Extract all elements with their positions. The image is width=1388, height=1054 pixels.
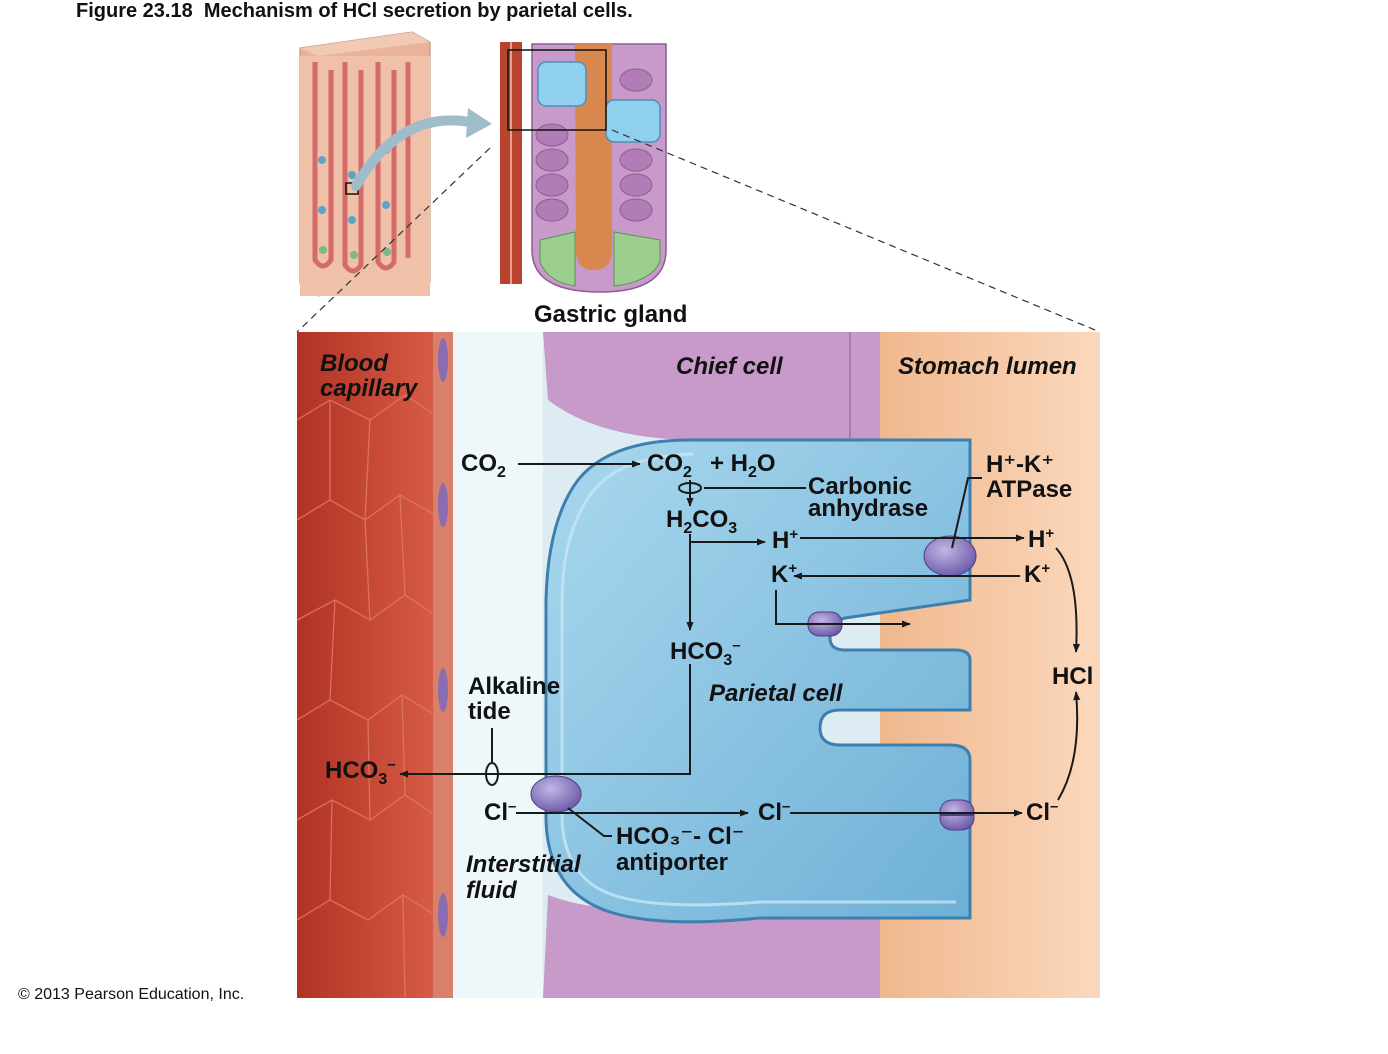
atpase-label-1: H⁺-K⁺ [986, 451, 1054, 478]
blood-capillary-region [297, 332, 435, 998]
cl-channel [939, 799, 975, 831]
co2-cell-label: CO2 [647, 450, 692, 481]
k-ion-lumen-label: K+ [1024, 560, 1050, 588]
carbonic-acid-label: H2CO3 [666, 506, 737, 537]
atpase-leader [951, 477, 982, 549]
cl-lumen-label: Cl– [1026, 798, 1058, 826]
enzyme-marker [678, 482, 702, 494]
water-label: + H2O [710, 450, 776, 481]
antiporter-leader [567, 807, 612, 837]
chief-cell-top [543, 332, 880, 440]
antiporter-label-2: antiporter [616, 849, 728, 876]
gastric-gland-label: Gastric gland [534, 301, 687, 328]
hcl-label: HCl [1052, 663, 1093, 690]
interstitial-fluid-label-1: Interstitial [466, 851, 582, 878]
arrow-hco3-to-blood [399, 664, 691, 778]
figure-title: Figure 23.18 Mechanism of HCl secretion … [76, 0, 633, 22]
blood-capillary-label-1: Blood [320, 350, 389, 377]
arrow-h-to-hcl [1055, 547, 1081, 653]
copyright-notice: © 2013 Pearson Education, Inc. [18, 986, 245, 1003]
carbonic-anhydrase-label-2: anhydrase [808, 495, 928, 522]
interstitial-fluid-region [453, 332, 543, 998]
main-panel [296, 332, 1100, 999]
atpase-pump [923, 535, 977, 577]
zoom-line-right [611, 129, 1101, 333]
stomach-wall-illustration [299, 31, 492, 297]
antiporter-protein [530, 775, 582, 813]
alkaline-tide-label-2: tide [468, 698, 511, 725]
cl-cell-label: Cl– [758, 798, 790, 826]
antiporter-label-1: HCO₃⁻- Cl⁻ [616, 823, 744, 850]
arrows [399, 460, 1081, 837]
arrow-cl-to-hcl [1057, 691, 1081, 801]
zoom-line-left [296, 147, 491, 333]
alkaline-tide-marker [485, 762, 499, 786]
atpase-label-2: ATPase [986, 476, 1072, 503]
bicarbonate-blood-label: HCO3– [325, 756, 396, 788]
alkaline-tide-label-1: Alkaline [468, 673, 560, 700]
cl-interstitial-label: Cl– [484, 798, 516, 826]
co2-interstitial-label: CO2 [461, 450, 506, 481]
capillary-endothelium [433, 332, 453, 998]
h-ion-lumen-label: H+ [1028, 525, 1054, 553]
stomach-lumen-label: Stomach lumen [898, 353, 1077, 380]
k-ion-cell-label: K+ [771, 560, 797, 588]
chief-cell-label: Chief cell [676, 353, 784, 380]
arrow-k-recycle [775, 590, 911, 628]
parietal-cell [544, 438, 972, 924]
carbonic-anhydrase-label-1: Carbonic [808, 473, 912, 500]
blood-capillary-label-2: capillary [320, 375, 419, 402]
gastric-gland-illustration [500, 42, 667, 293]
parietal-cell-label: Parietal cell [709, 680, 844, 707]
chief-cell-bottom [543, 895, 880, 998]
h-ion-cell-label: H+ [772, 526, 798, 554]
bicarbonate-cell-label: HCO3– [670, 637, 741, 669]
interstitial-fluid-label-2: fluid [466, 877, 518, 904]
